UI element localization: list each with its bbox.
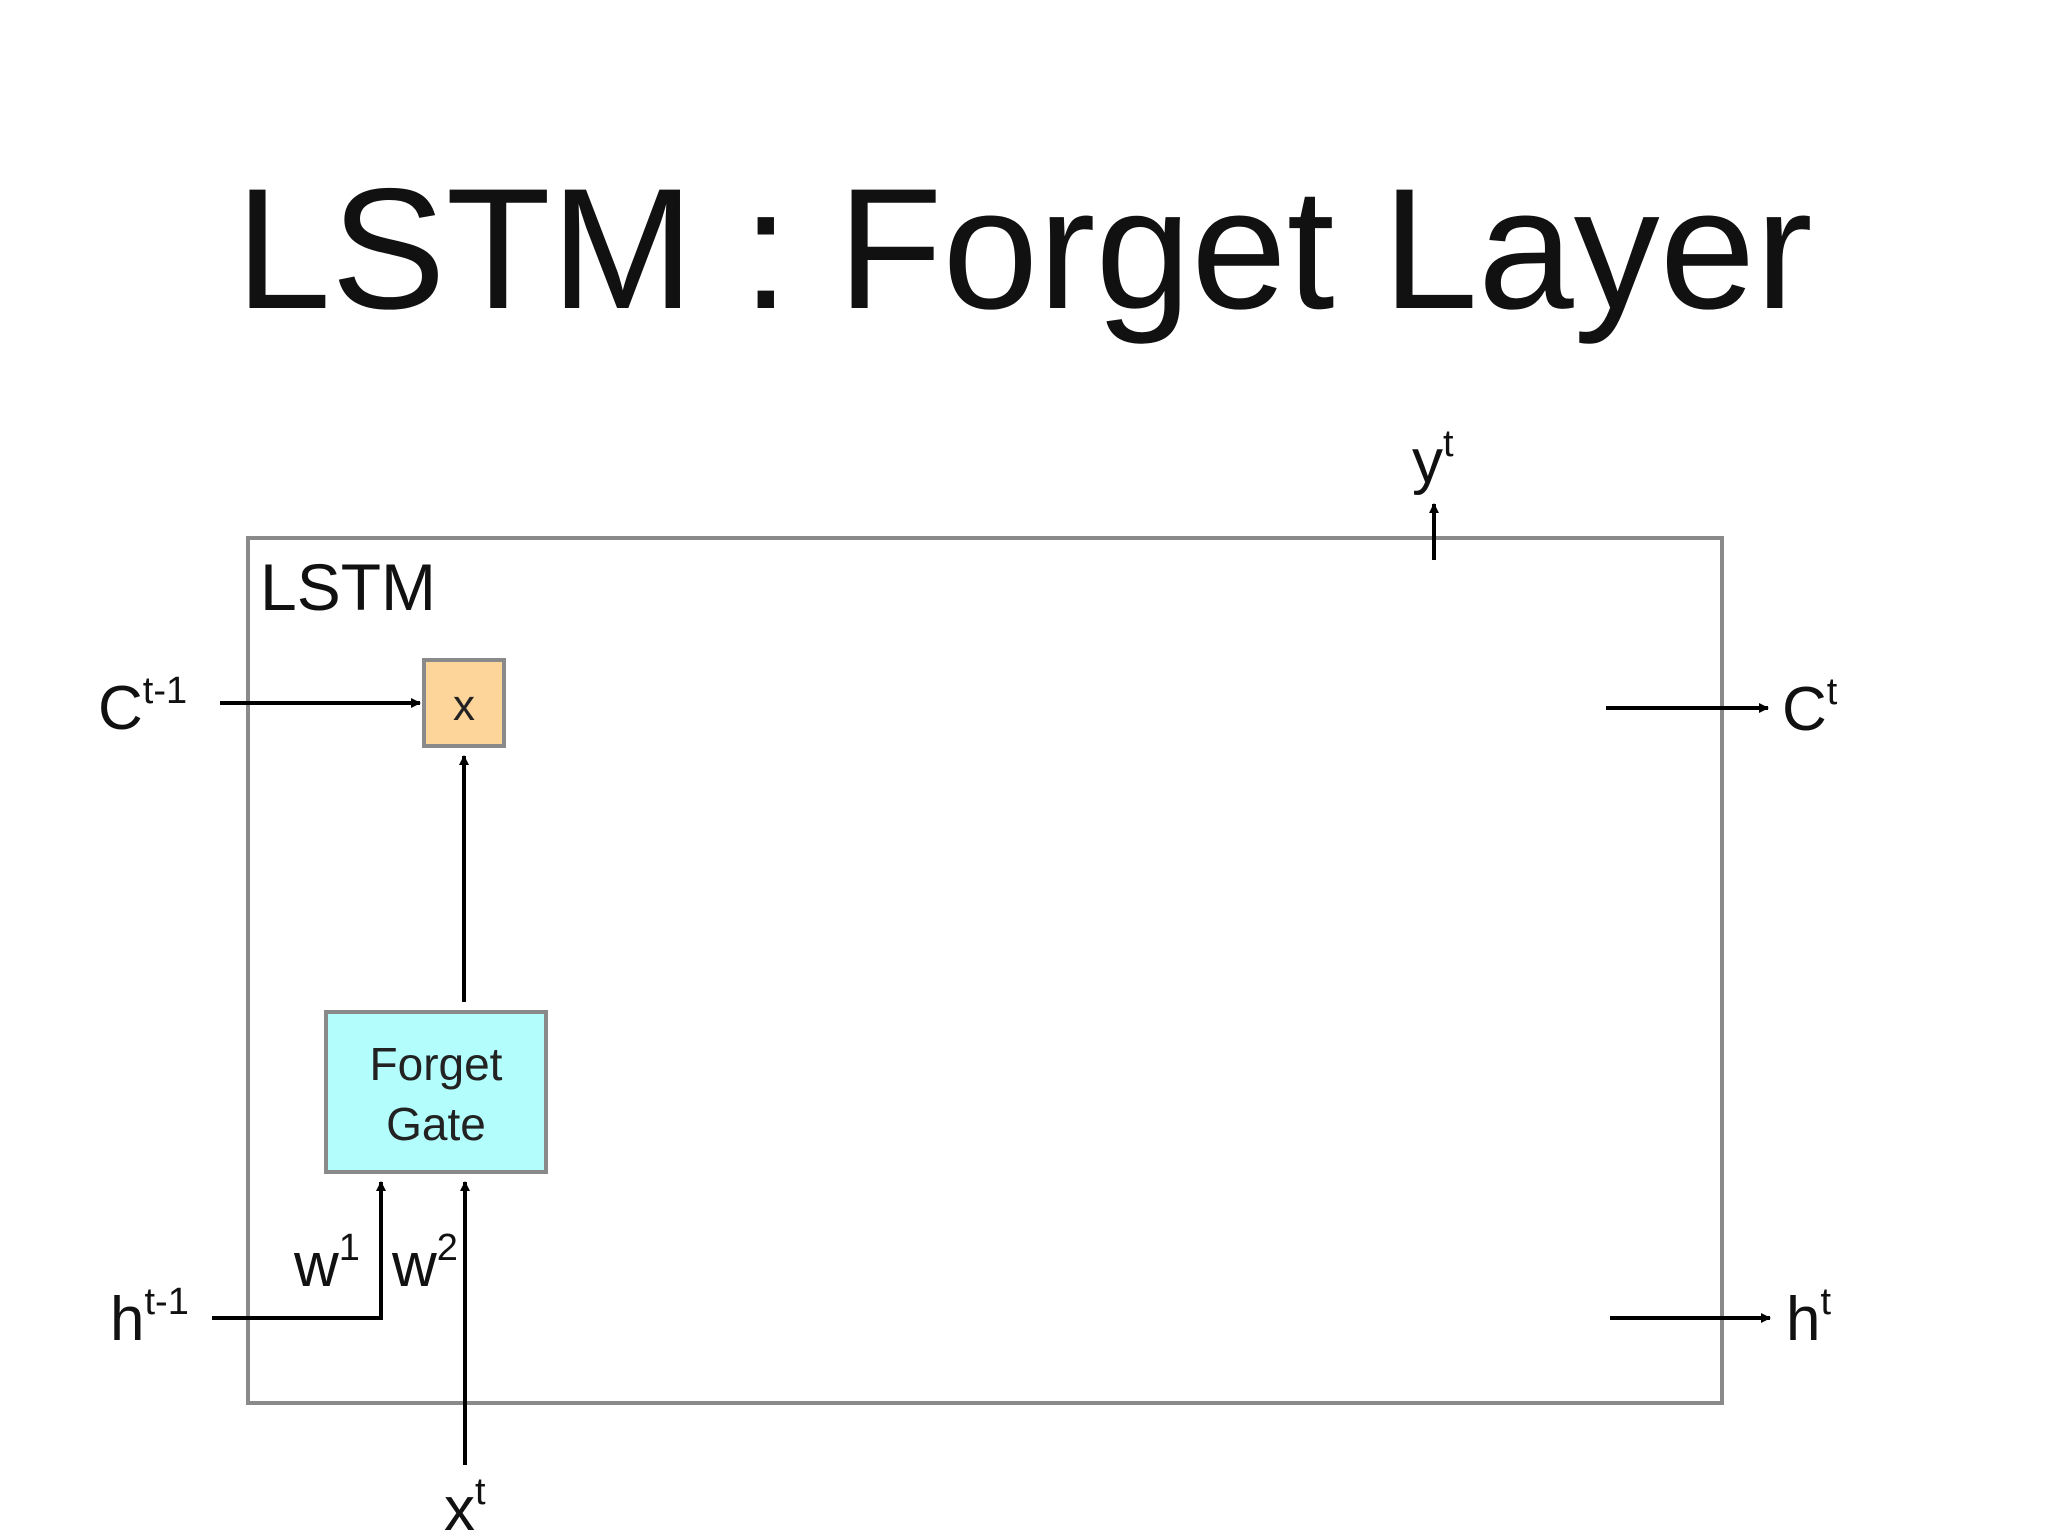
multiply-box bbox=[422, 658, 506, 748]
forget-gate-label-line2: Gate bbox=[386, 1098, 486, 1150]
c-prev-label: Ct-1 bbox=[98, 670, 187, 743]
ht-label: ht bbox=[1786, 1281, 1831, 1354]
forget-gate-label-line1: Forget bbox=[370, 1038, 503, 1090]
w2-label: w2 bbox=[391, 1227, 458, 1300]
multiply-symbol: x bbox=[453, 681, 475, 730]
h-prev-label: ht-1 bbox=[110, 1281, 189, 1354]
yt-label: yt bbox=[1412, 423, 1454, 496]
lstm-block bbox=[246, 536, 1724, 1405]
xt-label: xt bbox=[444, 1471, 486, 1536]
lstm-block-label: LSTM bbox=[260, 550, 436, 624]
h-prev-to-gate-arrow bbox=[212, 1181, 386, 1320]
ct-label: Ct bbox=[1782, 671, 1838, 744]
page-title: LSTM : Forget Layer bbox=[235, 153, 1812, 345]
w1-label: w1 bbox=[293, 1227, 360, 1300]
forget-gate-box bbox=[324, 1010, 548, 1174]
